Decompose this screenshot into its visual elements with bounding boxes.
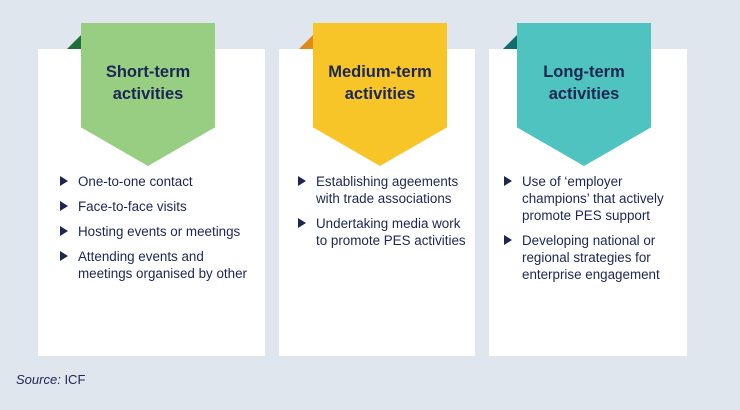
title-line-2: activities [548, 85, 620, 103]
list-item: Attending events and meetings organised … [58, 248, 258, 282]
title-line-2: activities [344, 85, 416, 103]
source-note: Source: ICF [16, 372, 85, 387]
triangle-bullet-icon [60, 251, 68, 261]
title-line-1: Medium-term [328, 63, 432, 81]
triangle-bullet-icon [60, 226, 68, 236]
title-line-2: activities [112, 85, 184, 103]
list-item: Undertaking media work to promote PES ac… [296, 215, 468, 249]
banner-fold-short-term [67, 35, 81, 49]
list-item: Hosting events or meetings [58, 223, 258, 240]
list-short-term: One-to-one contact Face-to-face visits H… [58, 173, 258, 290]
banner-fold-long-term [503, 35, 517, 49]
title-line-1: Short-term [105, 63, 191, 81]
triangle-bullet-icon [298, 218, 306, 228]
list-item: One-to-one contact [58, 173, 258, 190]
title-line-1: Long-term [543, 63, 625, 81]
list-medium-term: Establishing ageements with trade associ… [296, 173, 468, 257]
banner-title-long-term: Long-term activities [525, 61, 643, 105]
list-item: Establishing ageements with trade associ… [296, 173, 468, 207]
list-long-term: Use of ‘employer champions’ that activel… [502, 173, 682, 291]
banner-fold-medium-term [299, 35, 313, 49]
banner-title-medium-term: Medium-term activities [321, 61, 439, 105]
list-item: Face-to-face visits [58, 198, 258, 215]
source-value: ICF [64, 372, 86, 387]
list-item: Developing national or regional strategi… [502, 232, 682, 283]
triangle-bullet-icon [298, 176, 306, 186]
triangle-bullet-icon [504, 176, 512, 186]
triangle-bullet-icon [60, 176, 68, 186]
list-item: Use of ‘employer champions’ that activel… [502, 173, 682, 224]
source-label: Source: [16, 372, 61, 387]
triangle-bullet-icon [504, 235, 512, 245]
triangle-bullet-icon [60, 201, 68, 211]
banner-title-short-term: Short-term activities [89, 61, 207, 105]
